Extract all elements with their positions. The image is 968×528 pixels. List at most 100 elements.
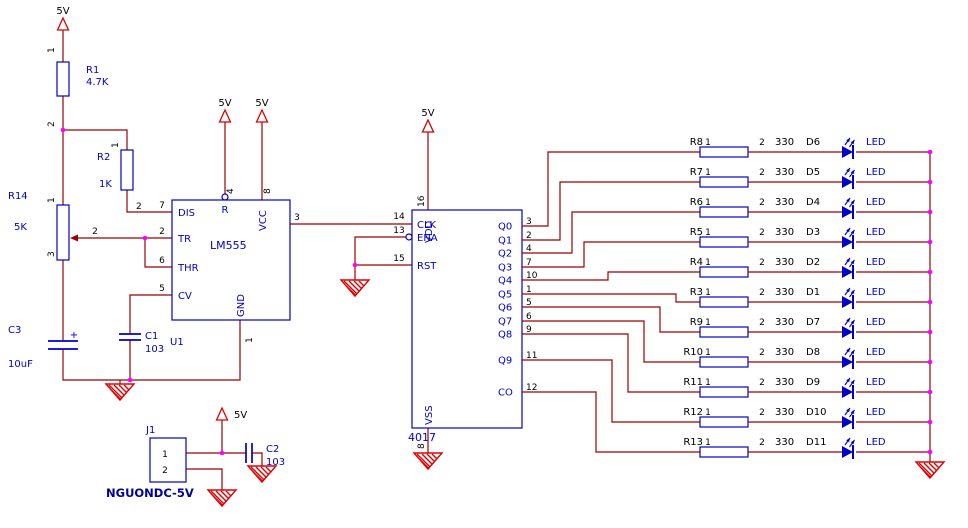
led-d11[interactable]: [841, 437, 856, 460]
row-diode-ref: D10: [806, 407, 826, 418]
led-d1[interactable]: [841, 287, 856, 310]
resistor-r11[interactable]: [699, 386, 749, 398]
ground-icon: [105, 383, 135, 401]
u1-pin-tr: TR: [177, 234, 191, 245]
wire-node-to-r2: [63, 129, 128, 150]
row-resistor-pin2: 2: [759, 168, 765, 178]
capacitor-c1[interactable]: [119, 333, 141, 341]
row-diode-ref: D8: [806, 347, 820, 358]
resistor-r10[interactable]: [699, 356, 749, 368]
c2-ref: C2: [266, 444, 279, 455]
junction-dot: [927, 209, 933, 215]
u2-pin-vdd: VDD: [424, 220, 435, 243]
u2-pin-rst: RST: [417, 261, 437, 272]
c1-value: 103: [145, 344, 164, 355]
u2-pin13-num: 13: [393, 226, 404, 236]
led-d4[interactable]: [841, 197, 856, 220]
u2-pin-num-q9: 11: [526, 351, 537, 361]
row-resistor-pin1: 1: [705, 198, 711, 208]
row-resistor-value: 330: [775, 257, 794, 268]
junction-dot: [127, 377, 133, 383]
u2-pin-num-q5: 1: [526, 285, 532, 295]
wire-tr-thr-tie: [144, 238, 172, 268]
u2-pin-num-q8: 9: [526, 325, 532, 335]
power-label: 5V: [218, 98, 231, 109]
potentiometer-r14[interactable]: [56, 204, 70, 261]
row-led-label: LED: [866, 347, 886, 358]
connector-j1[interactable]: [149, 437, 187, 483]
resistor-r12[interactable]: [699, 416, 749, 428]
wire-q4: [522, 271, 700, 281]
u2-pin-name-q6: Q6: [498, 303, 512, 314]
resistor-r4[interactable]: [699, 266, 749, 278]
row-resistor-value: 330: [775, 137, 794, 148]
r1-pin1: 1: [47, 47, 57, 53]
r2-ref: R2: [97, 152, 110, 163]
u2-pin-num-co: 12: [526, 383, 537, 393]
r14-pin1: 1: [47, 197, 57, 203]
junction-dot: [219, 450, 225, 456]
resistor-r5[interactable]: [699, 236, 749, 248]
resistor-r7[interactable]: [699, 176, 749, 188]
junction-dot: [60, 127, 66, 133]
resistor-r6[interactable]: [699, 206, 749, 218]
led-d7[interactable]: [841, 317, 856, 340]
led-d3[interactable]: [841, 227, 856, 250]
u1-pin-cv: CV: [178, 291, 192, 302]
row-resistor-ref: R10: [683, 347, 703, 358]
led-d6[interactable]: [841, 137, 856, 160]
labels: 5V 5V 5V 5V 5V R1 4.7K 1 2 R2 1K 1 2 R14…: [8, 6, 438, 500]
led-d10[interactable]: [841, 407, 856, 430]
resistor-r9[interactable]: [699, 326, 749, 338]
row-diode-ref: D9: [806, 377, 820, 388]
led-d9[interactable]: [841, 377, 856, 400]
u2-pin-name-q0: Q0: [498, 222, 512, 233]
ic-u2-4017[interactable]: [411, 209, 523, 429]
ground-icon: [247, 465, 277, 483]
c3-ref: C3: [8, 325, 21, 336]
j1-ref: J1: [145, 425, 155, 436]
row-led-label: LED: [866, 437, 886, 448]
wire-cv-to-c1: [129, 294, 172, 334]
ground-icon: [207, 489, 237, 507]
row-resistor-pin2: 2: [759, 378, 765, 388]
row-led-label: LED: [866, 257, 886, 268]
u1-pin-vcc: VCC: [258, 210, 269, 231]
u1-pin2-num: 2: [159, 227, 165, 237]
u1-pin7-num: 7: [159, 201, 165, 211]
capacitor-c2[interactable]: [245, 443, 253, 463]
ground-icon: [915, 461, 945, 479]
row-resistor-value: 330: [775, 317, 794, 328]
u2-pin-name-q7: Q7: [498, 317, 512, 328]
junction-dot: [927, 359, 933, 365]
power-label: 5V: [56, 6, 69, 17]
power-arrow-icon: [215, 407, 229, 421]
u2-pin-clk: CLK: [417, 220, 437, 231]
junction-dot: [927, 239, 933, 245]
resistor-r8[interactable]: [699, 146, 749, 158]
row-led-label: LED: [866, 167, 886, 178]
u2-pin-num-q6: 5: [526, 298, 532, 308]
ic-u1-lm555[interactable]: [171, 199, 291, 321]
led-d8[interactable]: [841, 347, 856, 370]
wire-q5: [522, 293, 700, 303]
row-resistor-pin2: 2: [759, 258, 765, 268]
junction-dot: [927, 179, 933, 185]
resistor-r13[interactable]: [699, 446, 749, 458]
wires: [62, 30, 931, 490]
resistor-r3[interactable]: [699, 296, 749, 308]
u2-part: 4017: [408, 431, 436, 444]
led-d2[interactable]: [841, 257, 856, 280]
led-d5[interactable]: [841, 167, 856, 190]
resistor-r1[interactable]: [56, 61, 70, 97]
u1-pin-gnd: GND: [236, 294, 247, 317]
u2-pin-name-q4: Q4: [498, 276, 512, 287]
row-resistor-value: 330: [775, 347, 794, 358]
u2-pin-num-q2: 4: [526, 244, 532, 254]
junction-dot: [927, 449, 933, 455]
capacitor-c3[interactable]: [48, 340, 78, 350]
resistor-r2[interactable]: [120, 149, 134, 191]
wire-q3: [522, 241, 700, 268]
